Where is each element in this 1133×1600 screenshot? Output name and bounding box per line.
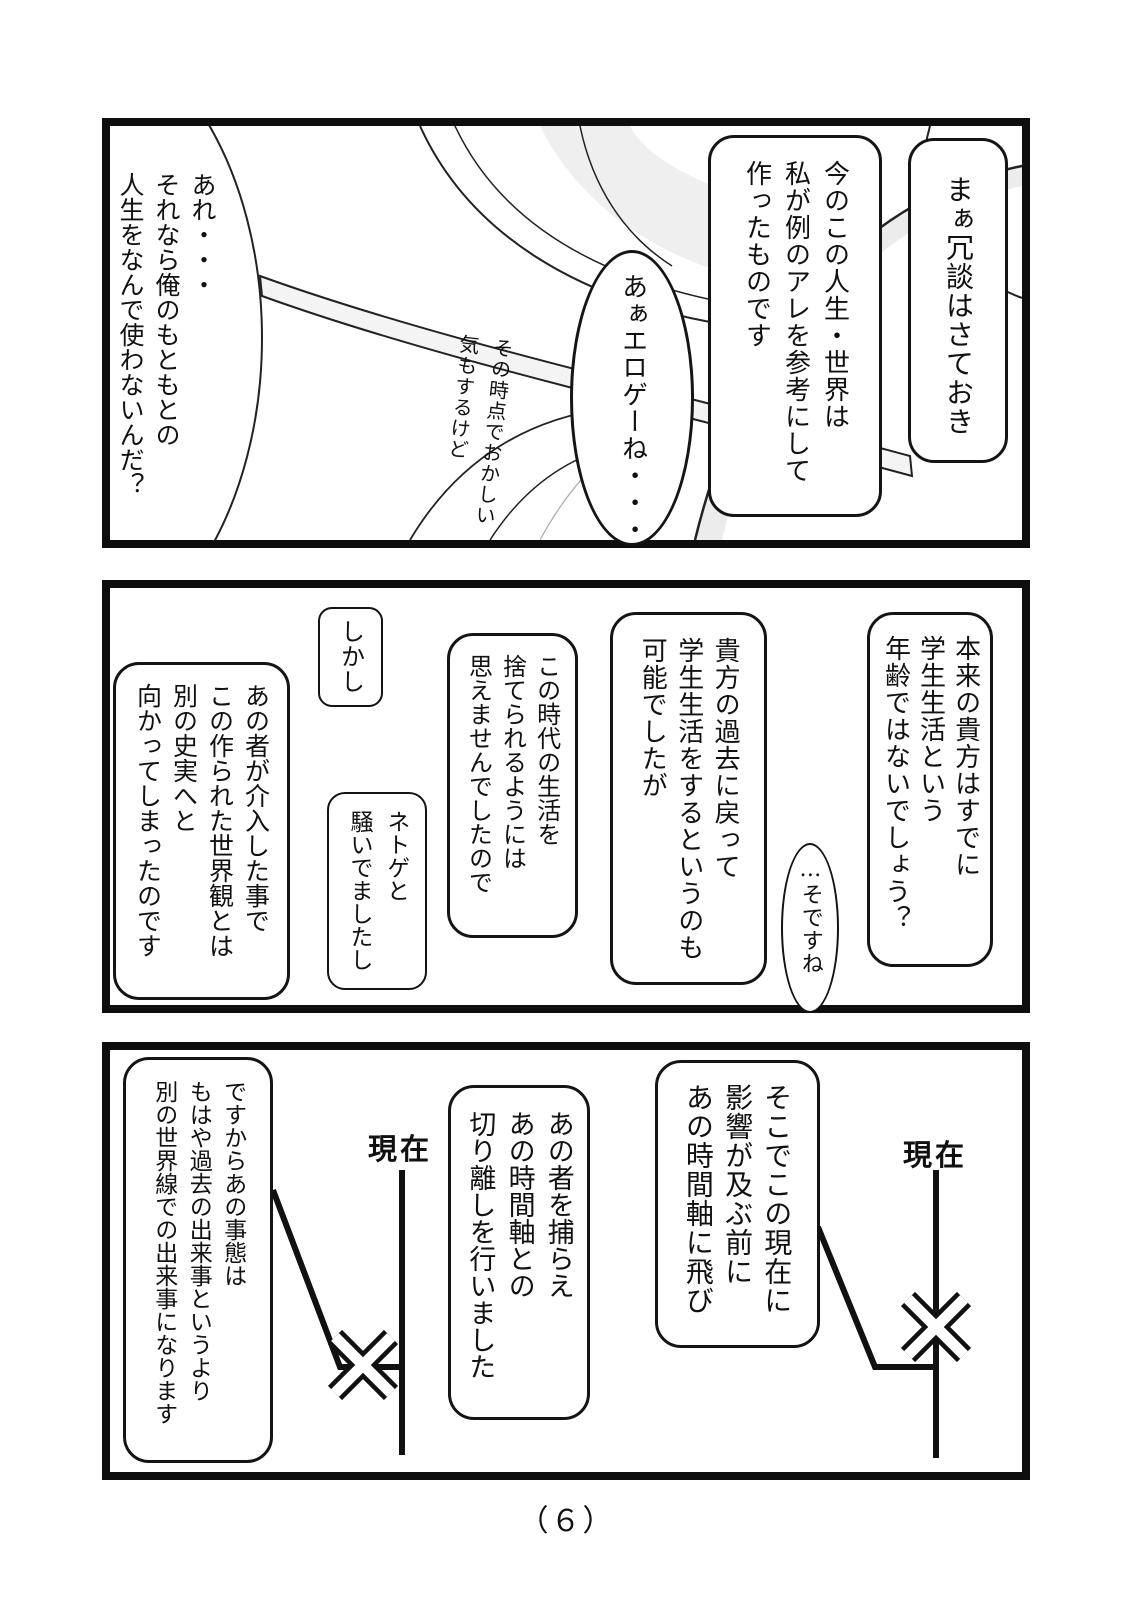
speech-bubble-eroge: あぁエロゲーね・・・ [570,250,694,546]
bubble-line: 今のこの人生・世界は [819,160,850,430]
page-number: （６） [518,1504,615,1539]
bubble-line: …そですね [797,857,823,975]
bubble-line: 私が例のアレを参考にして [780,160,811,484]
speech-bubble-worldline: ですからあの事態は もはや過去の出来事というより 別の世界線での出来事になります [123,1057,273,1463]
speech-bubble-other-history: あの者が介入した事で この作られた世界観とは 別の史実へと 向かってしまったので… [113,662,290,1000]
bubble-line: 学生生活をするというのも [673,637,704,961]
bubble-line: ネトゲと [382,810,409,902]
timeline-left [270,1170,405,1455]
bubble-line: 捨てられるようには [498,654,527,870]
timeline-right-label: 現在 [903,1138,968,1172]
bubble-line: 切り離しを行いました [464,1110,496,1380]
speech-bubble-capture: あの者を捕らえ あの時間軸との 切り離しを行いました [448,1085,590,1420]
monologue-line: 人生をなんで使わないんだ？ [116,172,145,497]
bubble-line: あの時間軸との [503,1110,535,1299]
monologue-line: あれ・・・ [188,172,217,297]
bubble-line: まぁ冗談はさておき [942,175,975,436]
bubble-line: 騒いでましたし [346,810,372,971]
bubble-line: 向かってしまったのです [133,683,163,958]
bubble-line: 作ったものです [741,160,772,349]
bubble-line: そこでこの現在に [760,1083,794,1315]
bubble-line: 可能でしたが [637,637,668,799]
bubble-line: あぁエロゲーね・・・ [617,273,648,543]
bubble-line: 年齢ではないでしょう？ [880,635,911,932]
monologue-text: あれ・・・ それなら俺のもともとの 人生をなんで使わないんだ？ [112,172,220,544]
timeline-left-label: 現在 [368,1132,433,1166]
bubble-line: もはや過去の出来事というより [185,1080,212,1402]
speech-bubble-age: 本来の貴方はすでに 学生生活という 年齢ではないでしょう？ [867,612,993,967]
bubble-line: この作られた世界観とは [205,683,235,958]
speech-bubble-created-world: 今のこの人生・世界は 私が例のアレを参考にして 作ったものです [708,135,882,517]
speech-bubble-netgame: ネトゲと 騒いでましたし [327,792,427,990]
bubble-line: 別の史実へと [169,683,199,833]
bubble-line: あの者が介入した事で [241,683,271,933]
bubble-line: 別の世界線での出来事になります [150,1080,177,1425]
panel1-artwork [110,126,1022,540]
bubble-line: 本来の貴方はすでに [950,635,981,878]
bubble-line: 思えませんでしたので [464,654,493,894]
bubble-line: あの時間軸に飛び [681,1083,715,1315]
monologue-balloon-arc [110,126,263,540]
bubble-line: しかし [336,619,365,694]
bubble-line: 学生生活という [915,635,946,824]
bubble-line: この時代の生活を [532,654,561,846]
speech-bubble-return-past: 貴方の過去に戻って 学生生活をするというのも 可能でしたが [610,612,767,985]
cross-mark-icon [900,1291,972,1363]
speech-bubble-however: しかし [318,607,383,707]
monologue-line: それなら俺のもともとの [152,172,181,447]
timeline-diagram-svg [270,1170,972,1458]
speech-bubble-jump: そこでこの現在に 影響が及ぶ前に あの時間軸に飛び [655,1060,820,1348]
bubble-line: ですからあの事態は [219,1080,246,1287]
bubble-line: 貴方の過去に戻って [710,637,741,880]
speech-bubble-this-era: この時代の生活を 捨てられるようには 思えませんでしたので [447,633,578,938]
bubble-line: 影響が及ぶ前に [721,1083,755,1286]
cross-mark-icon [327,1329,399,1401]
bubble-line: あの者を捕らえ [542,1110,574,1299]
timeline-right [815,1170,972,1458]
speech-bubble-agree: …そですね [781,843,839,1013]
speech-bubble-joke-aside: まぁ冗談はさておき [908,138,1008,463]
